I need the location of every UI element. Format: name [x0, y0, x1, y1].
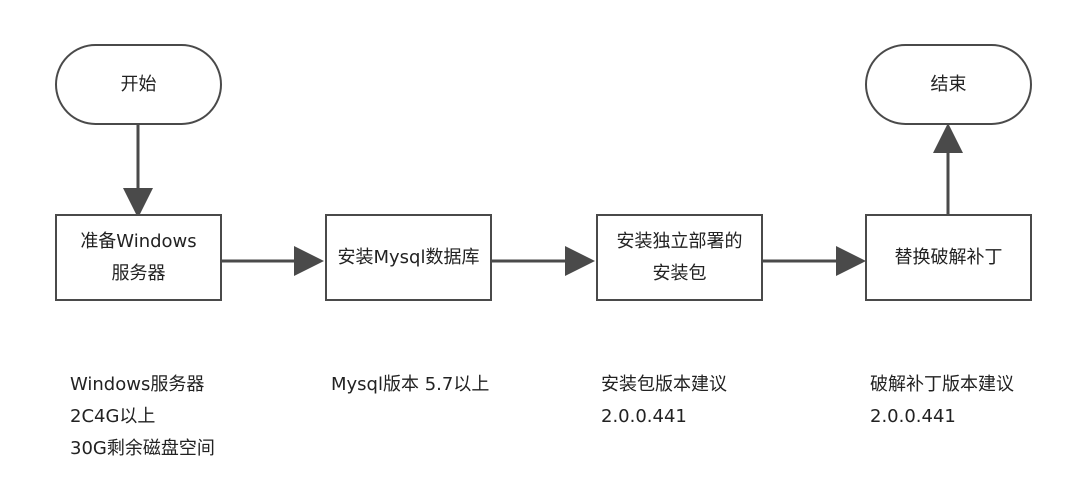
- package-version-note: 安装包版本建议 2.0.0.441: [601, 369, 727, 433]
- package-note-line-1: 安装包版本建议: [601, 374, 727, 395]
- prepare-windows-line-2: 服务器: [111, 262, 166, 284]
- patch-note-line-2: 2.0.0.441: [870, 406, 956, 427]
- mysql-note-line-1: Mysql版本 5.7以上: [331, 374, 490, 395]
- mysql-version-note: Mysql版本 5.7以上: [331, 369, 489, 401]
- end-node: 结束: [865, 44, 1032, 125]
- windows-requirements-note: Windows服务器 2C4G以上 30G剩余磁盘空间: [70, 369, 215, 465]
- patch-version-note: 破解补丁版本建议 2.0.0.441: [870, 369, 1014, 433]
- prepare-windows-line-1: 准备Windows: [80, 230, 197, 252]
- end-label: 结束: [930, 73, 967, 95]
- package-note-line-2: 2.0.0.441: [601, 406, 687, 427]
- replace-patch-node: 替换破解补丁: [865, 214, 1032, 301]
- start-node: 开始: [55, 44, 222, 125]
- start-label: 开始: [120, 73, 157, 95]
- install-package-node: 安装独立部署的 安装包: [596, 214, 763, 301]
- install-package-line-1: 安装独立部署的: [616, 230, 743, 252]
- windows-note-line-2: 2C4G以上: [70, 406, 156, 427]
- windows-note-line-3: 30G剩余磁盘空间: [70, 438, 215, 459]
- install-mysql-node: 安装Mysql数据库: [325, 214, 492, 301]
- replace-patch-label: 替换破解补丁: [894, 246, 1003, 268]
- windows-note-line-1: Windows服务器: [70, 374, 205, 395]
- prepare-windows-server-node: 准备Windows 服务器: [55, 214, 222, 301]
- patch-note-line-1: 破解补丁版本建议: [870, 374, 1014, 395]
- install-package-line-2: 安装包: [652, 262, 707, 284]
- install-mysql-label: 安装Mysql数据库: [337, 246, 480, 268]
